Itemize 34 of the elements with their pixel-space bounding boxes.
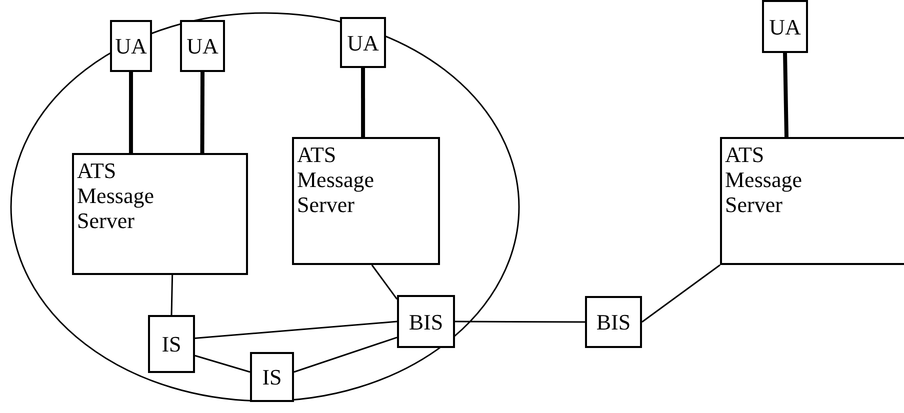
connector-line [194,320,398,339]
connector-line [361,68,366,137]
component-box [110,20,152,72]
node-label: UA [346,30,380,55]
component-box [397,295,455,348]
connector-line [642,264,720,323]
node-label: UA [768,14,802,39]
node-label: UA [186,34,220,58]
connector-line [194,354,250,373]
connector-line [783,52,788,138]
connector-line [294,336,398,373]
component-box [148,315,195,373]
server-box [720,137,904,265]
connector-line [170,274,174,316]
component-box [180,20,225,72]
node-label: IS [160,332,182,356]
component-box [762,0,808,53]
connector-line [128,72,133,153]
node-label: IS [261,364,283,390]
connector-line [455,320,585,323]
domain-ellipse [10,12,520,402]
node-label: BIS [595,310,632,334]
node-label: BIS [408,309,444,334]
node-label: ATS Message Server [724,141,802,217]
node-label: ATS Message Server [296,141,374,217]
server-box [72,153,248,275]
connector-line [371,264,398,300]
component-box [340,17,386,68]
node-label: ATS Message Server [76,157,154,233]
component-box [250,352,294,402]
connector-line [200,72,204,153]
component-box [585,296,642,348]
node-label: UA [114,34,148,58]
server-box [292,137,440,265]
